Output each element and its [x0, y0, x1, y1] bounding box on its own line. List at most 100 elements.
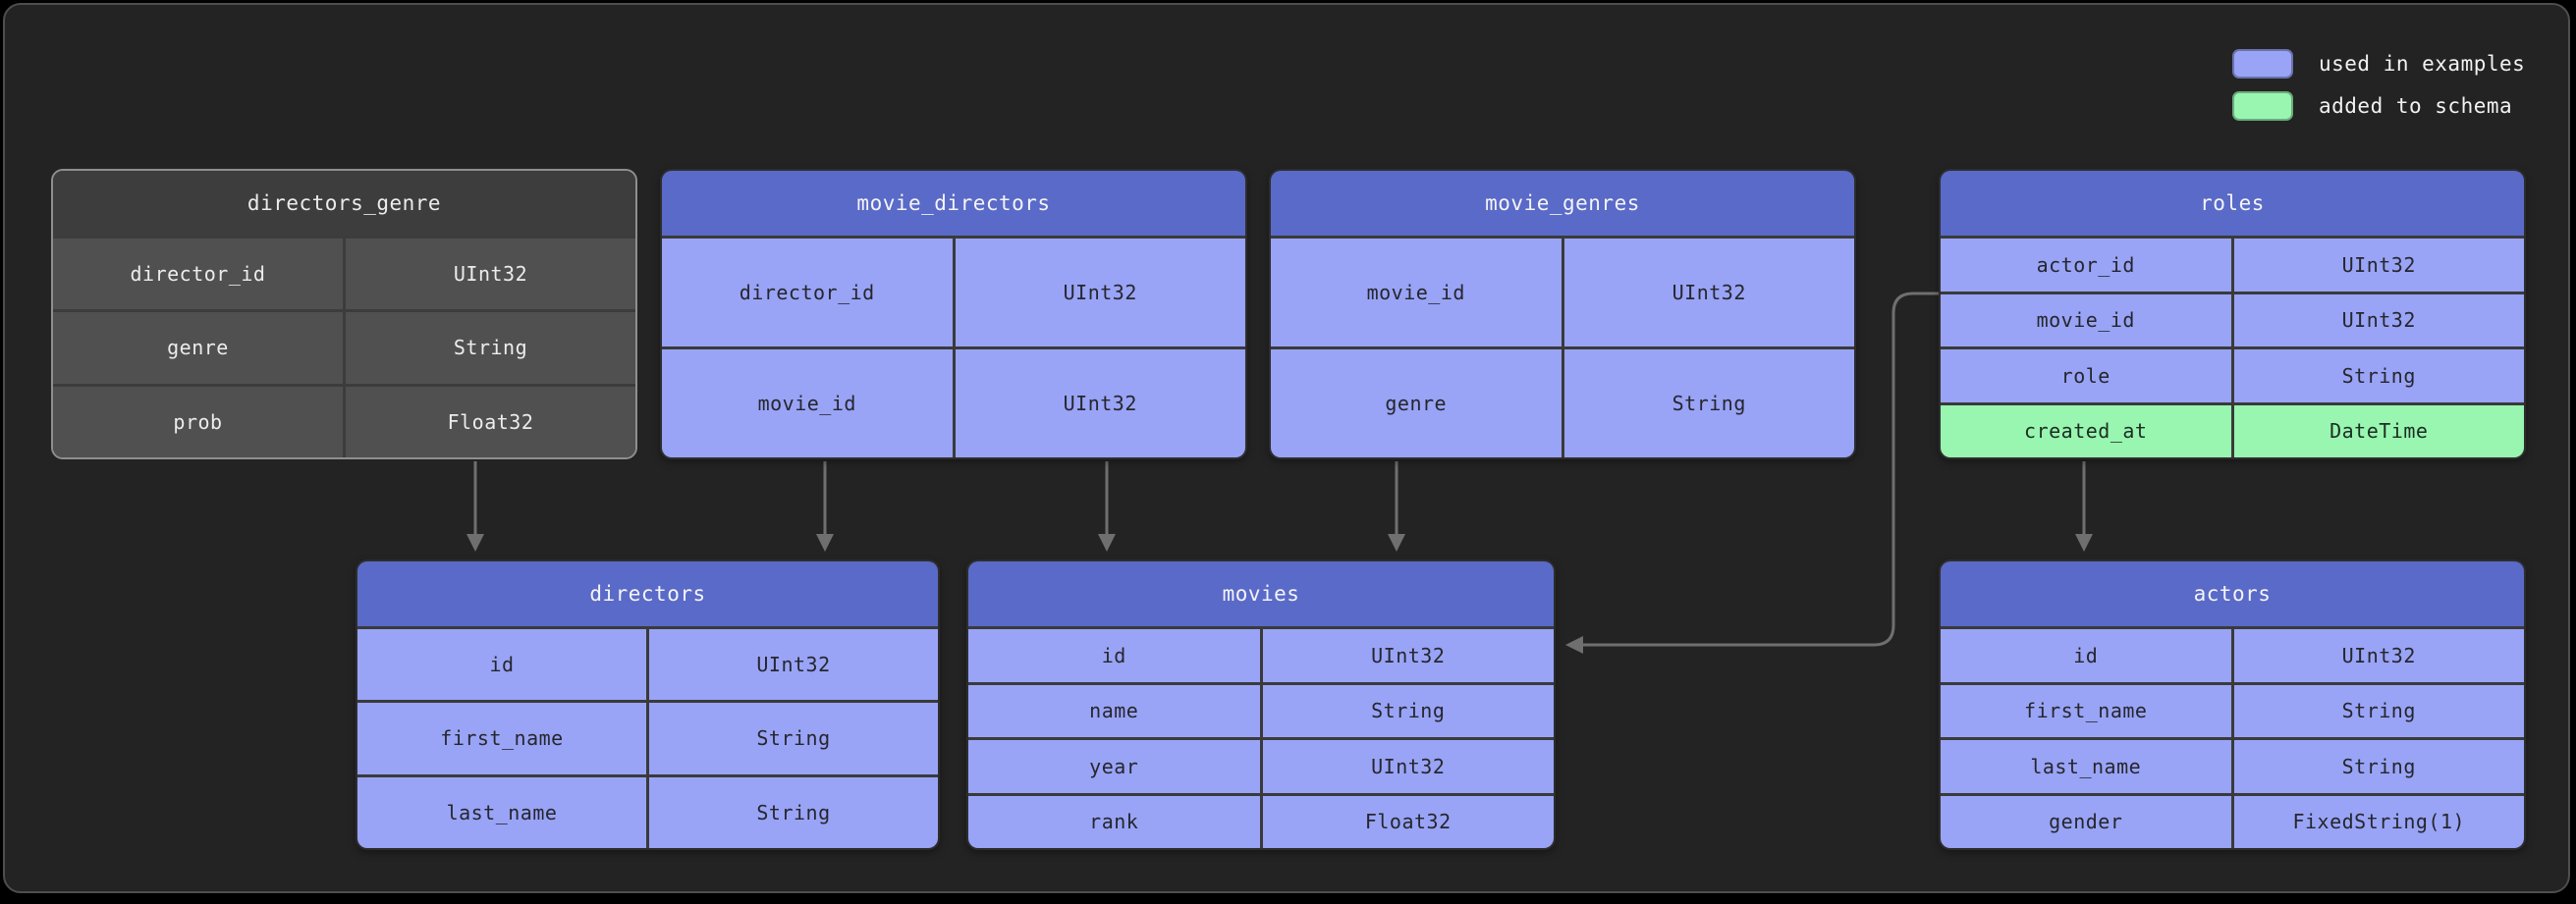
legend-swatch-added-to-schema — [2232, 91, 2293, 121]
table-row: last_name String — [357, 776, 938, 848]
column-name: prob — [53, 386, 343, 457]
edge-movie_directors-to-movies — [1098, 461, 1116, 552]
table-title: directors_genre — [53, 171, 635, 236]
table-movie_genres: movie_genres movie_id UInt32 genre Strin… — [1269, 169, 1856, 459]
table-row: id UInt32 — [968, 629, 1554, 682]
column-type: UInt32 — [1262, 740, 1554, 793]
table-body: id UInt32 name String year UInt32 rank F… — [968, 626, 1554, 848]
table-body: movie_id UInt32 genre String — [1271, 236, 1854, 457]
table-title: movies — [968, 561, 1554, 626]
table-row: director_id UInt32 — [53, 239, 635, 310]
column-type: UInt32 — [2233, 239, 2524, 292]
table-row: gender FixedString(1) — [1941, 795, 2524, 848]
table-row: year UInt32 — [968, 740, 1554, 793]
column-type: Float32 — [346, 386, 635, 457]
column-name: id — [968, 629, 1260, 682]
edge-movie_directors-to-directors — [816, 461, 834, 552]
column-type: UInt32 — [346, 239, 635, 310]
table-row: prob Float32 — [53, 386, 635, 457]
edge-roles-to-actors — [2075, 461, 2093, 552]
column-name: id — [1941, 629, 2231, 682]
legend-item-added-to-schema: added to schema — [2232, 91, 2525, 121]
column-type: String — [1262, 684, 1554, 737]
column-name: created_at — [1941, 404, 2231, 457]
edge-roles-to-movies — [1565, 292, 1939, 654]
column-type: String — [1563, 349, 1854, 457]
column-type: String — [649, 776, 938, 848]
table-row: id UInt32 — [1941, 629, 2524, 682]
column-type: String — [2233, 684, 2524, 737]
table-title: movie_genres — [1271, 171, 1854, 236]
table-body: id UInt32 first_name String last_name St… — [357, 626, 938, 848]
table-row: movie_id UInt32 — [662, 349, 1245, 457]
column-type: Float32 — [1262, 795, 1554, 848]
column-name: movie_id — [1941, 293, 2231, 346]
column-type: UInt32 — [2233, 629, 2524, 682]
column-name: director_id — [662, 239, 953, 346]
column-name: last_name — [357, 776, 646, 848]
table-row: id UInt32 — [357, 629, 938, 701]
column-type: String — [2233, 349, 2524, 402]
column-type: UInt32 — [649, 629, 938, 701]
legend: used in examples added to schema — [2232, 49, 2525, 133]
table-directors: directors id UInt32 first_name String la… — [356, 559, 940, 850]
column-name: genre — [53, 312, 343, 384]
column-type: DateTime — [2233, 404, 2524, 457]
table-row: role String — [1941, 349, 2524, 402]
column-name: name — [968, 684, 1260, 737]
table-row: genre String — [1271, 349, 1854, 457]
table-row: movie_id UInt32 — [1271, 239, 1854, 346]
table-body: actor_id UInt32 movie_id UInt32 role Str… — [1941, 236, 2524, 457]
column-type: String — [2233, 740, 2524, 793]
table-title: directors — [357, 561, 938, 626]
column-type: UInt32 — [2233, 293, 2524, 346]
column-type: String — [649, 703, 938, 774]
table-row: first_name String — [357, 703, 938, 774]
table-row: name String — [968, 684, 1554, 737]
table-body: id UInt32 first_name String last_name St… — [1941, 626, 2524, 848]
column-name: rank — [968, 795, 1260, 848]
table-body: director_id UInt32 genre String prob Flo… — [53, 236, 635, 457]
table-row: first_name String — [1941, 684, 2524, 737]
legend-label: added to schema — [2319, 94, 2513, 118]
column-type: UInt32 — [1262, 629, 1554, 682]
edge-directors_genre-to-directors — [466, 461, 484, 552]
legend-item-used-in-examples: used in examples — [2232, 49, 2525, 79]
column-name: first_name — [1941, 684, 2231, 737]
column-name: first_name — [357, 703, 646, 774]
table-title: actors — [1941, 561, 2524, 626]
table-row: director_id UInt32 — [662, 239, 1245, 346]
column-type: UInt32 — [1563, 239, 1854, 346]
table-row: genre String — [53, 312, 635, 384]
table-title: movie_directors — [662, 171, 1245, 236]
table-row-added: created_at DateTime — [1941, 404, 2524, 457]
column-name: role — [1941, 349, 2231, 402]
column-name: movie_id — [662, 349, 953, 457]
table-body: director_id UInt32 movie_id UInt32 — [662, 236, 1245, 457]
column-name: id — [357, 629, 646, 701]
column-type: UInt32 — [955, 239, 1245, 346]
column-type: FixedString(1) — [2233, 795, 2524, 848]
column-name: actor_id — [1941, 239, 2231, 292]
column-name: director_id — [53, 239, 343, 310]
table-roles: roles actor_id UInt32 movie_id UInt32 ro… — [1939, 169, 2526, 459]
column-name: gender — [1941, 795, 2231, 848]
column-name: year — [968, 740, 1260, 793]
column-name: genre — [1271, 349, 1562, 457]
table-row: actor_id UInt32 — [1941, 239, 2524, 292]
legend-label: used in examples — [2319, 52, 2526, 76]
column-name: movie_id — [1271, 239, 1562, 346]
table-row: rank Float32 — [968, 795, 1554, 848]
edge-movie_genres-to-movies — [1388, 461, 1405, 552]
table-row: last_name String — [1941, 740, 2524, 793]
table-row: movie_id UInt32 — [1941, 293, 2524, 346]
column-name: last_name — [1941, 740, 2231, 793]
table-movies: movies id UInt32 name String year UInt32… — [966, 559, 1556, 850]
legend-swatch-used-in-examples — [2232, 49, 2293, 79]
table-movie_directors: movie_directors director_id UInt32 movie… — [660, 169, 1247, 459]
table-directors_genre: directors_genre director_id UInt32 genre… — [51, 169, 637, 459]
table-title: roles — [1941, 171, 2524, 236]
table-actors: actors id UInt32 first_name String last_… — [1939, 559, 2526, 850]
